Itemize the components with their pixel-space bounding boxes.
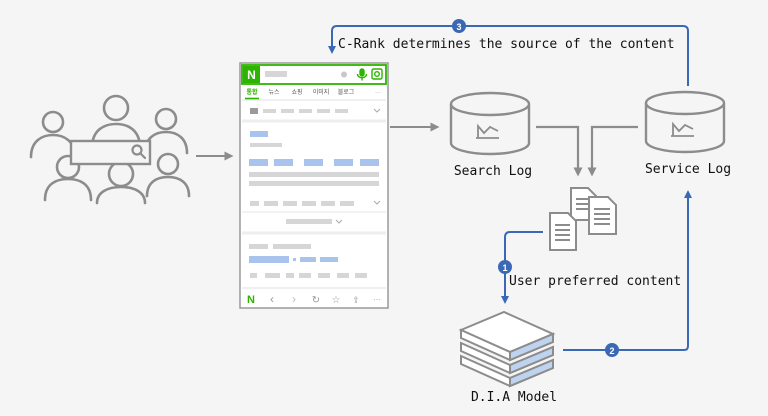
microphone-icon <box>356 68 368 81</box>
database-icon <box>449 91 531 156</box>
phone-clear-icon <box>341 71 347 78</box>
svg-text:3: 3 <box>456 22 461 32</box>
phone-mockup: N 통합 뉴스 쇼핑 이미지 블로그 ··· <box>239 62 389 309</box>
user-figure <box>90 94 142 150</box>
user-figure <box>95 160 147 205</box>
service-log-db <box>644 90 726 154</box>
refresh-icon: ↻ <box>312 295 320 306</box>
back-icon: ‹ <box>270 292 274 306</box>
forward-icon: › <box>292 292 296 306</box>
step-badge-3: 3 <box>452 19 466 33</box>
search-log-db <box>449 91 531 156</box>
phone-tab-news: 뉴스 <box>268 89 280 96</box>
share-icon: ⇪ <box>352 295 360 305</box>
document-sheet <box>588 196 617 235</box>
phone-tab-shopping: 쇼핑 <box>291 88 302 96</box>
database-icon <box>644 90 726 154</box>
bookmark-icon: ☆ <box>332 295 341 306</box>
flow-arrow-step-3 <box>328 25 689 86</box>
user-figure <box>43 154 93 202</box>
phone-bottom-nav: N ‹ › ↻ ☆ ⇪ ··· <box>247 292 381 306</box>
dia-model-label: D.I.A Model <box>471 390 557 405</box>
svg-text:1: 1 <box>502 263 507 273</box>
model-layer <box>458 310 556 362</box>
crank-label: C-Rank determines the source of the cont… <box>338 37 675 52</box>
flow-arrow-step-1 <box>501 231 543 304</box>
service-log-label: Service Log <box>645 162 731 177</box>
phone-more-bar <box>286 219 343 224</box>
more-icon: ··· <box>373 295 381 304</box>
model-layer <box>460 341 554 375</box>
layered-model-icon <box>458 310 556 388</box>
search-bar-icon <box>69 139 152 166</box>
document-sheet <box>549 212 577 251</box>
phone-tab-blog: 블로그 <box>338 89 355 96</box>
phone-logo-text: N <box>247 68 256 82</box>
documents-icon <box>549 187 617 251</box>
user-figure <box>145 152 191 198</box>
step-badge-1: 1 <box>498 260 512 274</box>
phone-query-placeholder <box>265 71 287 77</box>
phone-tab-more: ··· <box>375 90 381 96</box>
svg-text:2: 2 <box>609 346 614 356</box>
user-figure <box>29 110 77 159</box>
user-figure <box>143 107 189 155</box>
step-badge-2: 2 <box>605 343 619 357</box>
phone-tab-images: 이미지 <box>313 88 330 96</box>
camera-lens-icon <box>371 68 383 80</box>
model-layer <box>460 354 554 388</box>
phone-bottom-logo: N <box>247 294 255 306</box>
magnifier-icon <box>131 144 147 160</box>
phone-logo <box>243 66 260 83</box>
arrow-service-log-to-docs <box>587 125 638 177</box>
flow-arrow-step-2 <box>563 190 692 351</box>
phone-result-block <box>249 244 367 278</box>
phone-tab-integrated: 통합 <box>246 88 258 96</box>
user-preferred-label: User preferred content <box>509 274 681 289</box>
phone-result-block <box>249 131 381 206</box>
search-log-label: Search Log <box>454 164 532 179</box>
phone-tabs: 통합 뉴스 쇼핑 이미지 블로그 ··· <box>246 88 381 96</box>
phone-search-bar <box>241 64 387 85</box>
arrow-search-log-to-docs <box>536 125 583 177</box>
phone-filter-row <box>250 108 381 114</box>
